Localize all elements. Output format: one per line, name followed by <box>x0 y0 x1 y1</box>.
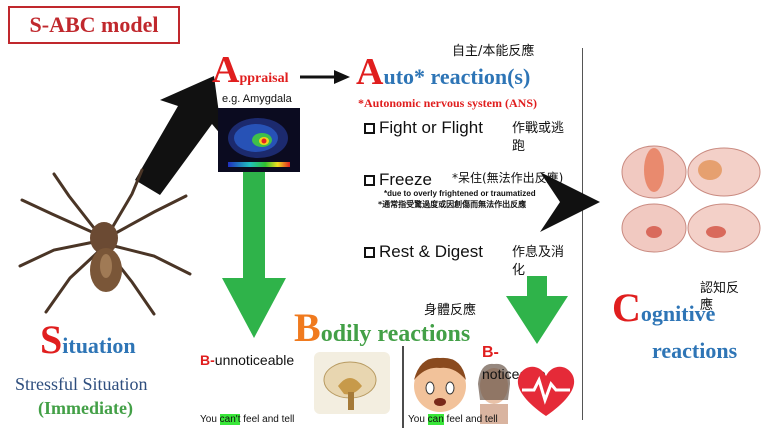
divider-line <box>582 48 583 420</box>
bodily-cn-label: 身體反應 <box>424 303 477 318</box>
situation-heading: Situation <box>40 316 136 363</box>
reaction-label: Freeze <box>379 170 432 189</box>
cognitive-rest: ognitive <box>640 301 716 326</box>
face-woman-image <box>478 363 510 424</box>
cognitive-initial: C <box>612 285 641 330</box>
spider-image <box>18 168 192 316</box>
checkbox-icon <box>364 247 375 258</box>
brain-diagram-image <box>621 145 761 253</box>
appraisal-heading: Appraisal <box>212 48 288 92</box>
bodily-heading: Bodily reactions <box>294 304 470 351</box>
arrow-appraisal-to-bodily <box>222 170 286 338</box>
arrow-auto-to-cognitive <box>540 172 600 232</box>
brain-scan-image <box>218 108 300 172</box>
model-title: S-ABC model <box>8 6 180 44</box>
bodily-rest: odily reactions <box>320 321 471 347</box>
auto-heading: Auto* reaction(s) <box>356 50 530 94</box>
auto-rest: uto* reaction(s) <box>383 64 531 89</box>
checkbox-icon <box>364 175 375 186</box>
you-can-highlight: can <box>427 414 444 425</box>
you-cant-highlight: can't <box>219 414 241 425</box>
arrow-situation-to-appraisal <box>135 76 222 195</box>
brain-inner-image <box>314 352 390 414</box>
reaction-cn-rest: 作息及消化 <box>512 245 565 278</box>
you-can-text: You can feel and tell <box>408 414 498 425</box>
b-unnoticeable-label: B-unnoticeable <box>200 352 294 368</box>
appraisal-example: e.g. Amygdala <box>222 93 292 105</box>
appraisal-initial: A <box>212 49 240 91</box>
reaction-cn-freeze: *呆住(無法作出反應) <box>452 171 564 185</box>
you-cant-text: You can't feel and tell <box>200 414 294 425</box>
auto-initial: A <box>356 51 384 93</box>
heart-icon <box>517 366 575 416</box>
you-can-post: feel and tell <box>443 414 498 425</box>
b-text: unnoticeable <box>214 352 295 368</box>
appraisal-rest: ppraisal <box>239 71 289 86</box>
you-can-pre: You <box>408 414 428 425</box>
auto-cn-label: 自主/本能反應 <box>452 44 535 59</box>
b-noticeable-prefix: B- <box>482 344 499 361</box>
you-cant-post: feel and tell <box>240 414 295 425</box>
arrow-auto-to-bodily <box>506 276 568 344</box>
reaction-item-fight: Fight or Flight <box>364 118 483 138</box>
arrow-appraisal-to-auto <box>300 70 350 84</box>
cognitive-cn-label: 認知反應 <box>700 281 740 313</box>
situation-initial: S <box>40 317 63 362</box>
reaction-label: Fight or Flight <box>379 118 483 137</box>
reaction-cn-fight: 作戰或逃跑 <box>512 121 565 154</box>
situation-line1: Stressful Situation <box>15 374 148 394</box>
cognitive-heading: Cognitive <box>612 284 715 331</box>
cognitive-line2: reactions <box>652 338 738 363</box>
freeze-note-cn: *通常指受驚過度或因創傷而無法作出反應 <box>378 200 527 209</box>
situation-rest: ituation <box>62 333 136 358</box>
reaction-item-rest: Rest & Digest <box>364 242 483 262</box>
reaction-label: Rest & Digest <box>379 242 483 261</box>
checkbox-icon <box>364 123 375 134</box>
situation-line2: (Immediate) <box>38 398 133 418</box>
b-prefix: B- <box>200 352 215 368</box>
ans-note: *Autonomic nervous system (ANS) <box>358 96 537 110</box>
bodily-initial: B <box>294 305 321 350</box>
you-cant-pre: You <box>200 414 220 425</box>
freeze-note-en: *due to overly frightened or traumatized <box>384 189 536 198</box>
reaction-item-freeze: Freeze <box>364 170 432 190</box>
face-boy-image <box>414 357 466 412</box>
